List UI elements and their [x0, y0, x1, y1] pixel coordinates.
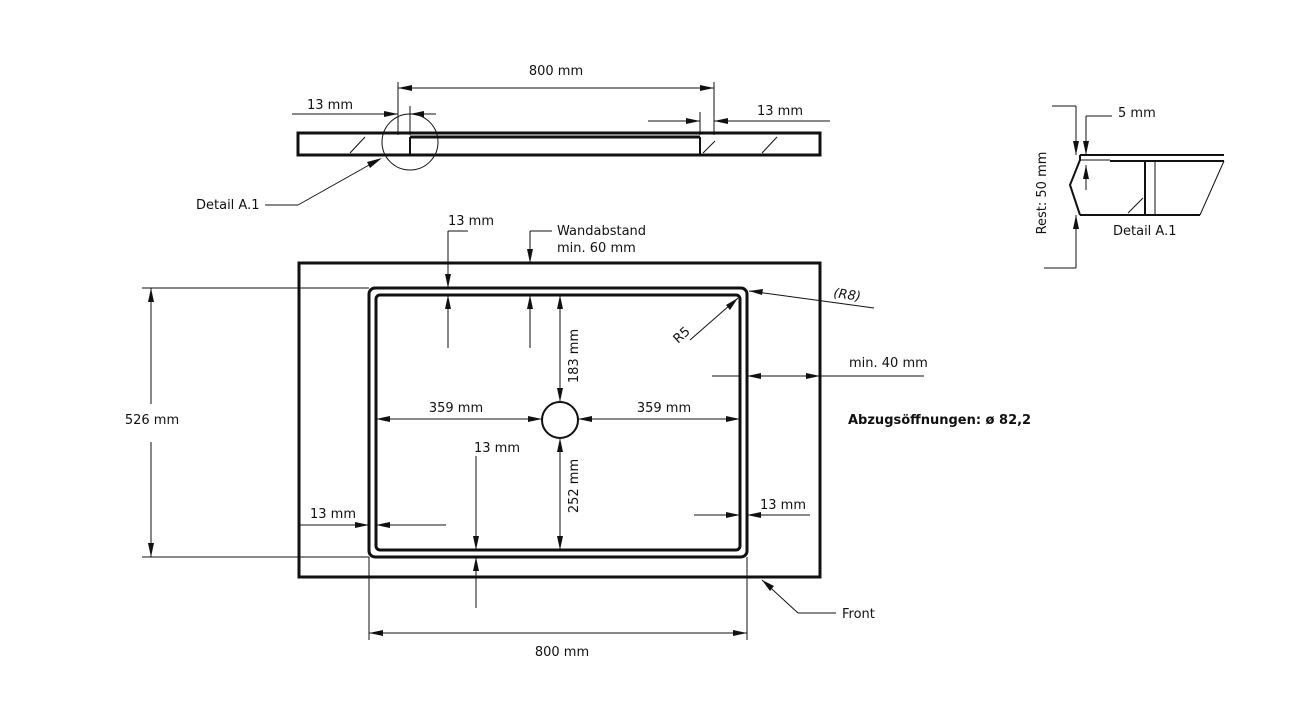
- arrowhead: [376, 522, 390, 528]
- tray-inner-edge: [374, 293, 742, 552]
- arrowhead: [557, 388, 563, 402]
- drain-to-top-label: 183 mm: [567, 329, 582, 383]
- margin-right-label: min. 40 mm: [849, 356, 928, 371]
- arrowhead: [806, 373, 820, 379]
- arrowhead: [747, 512, 761, 518]
- front-label: Front: [842, 607, 875, 622]
- arrowhead: [557, 295, 563, 309]
- arrowhead: [527, 249, 533, 263]
- leader-line: [297, 159, 379, 206]
- arrowhead: [749, 289, 763, 295]
- arrowhead: [148, 288, 154, 302]
- arrowhead: [726, 512, 740, 518]
- arrowhead: [700, 85, 714, 91]
- arrowhead: [557, 536, 563, 550]
- arrowhead: [1073, 141, 1079, 155]
- elevation-view: 800 mm 13 mm 13 mm Detail A.1: [196, 64, 830, 213]
- arrowhead: [747, 373, 761, 379]
- arrowhead: [398, 85, 412, 91]
- plan-outer-outline: [297, 261, 822, 579]
- arrowhead: [733, 630, 747, 636]
- arrowhead: [376, 416, 390, 422]
- arrowhead: [148, 543, 154, 557]
- elevation-hatch: [702, 140, 716, 154]
- detail-rim-label: 5 mm: [1118, 106, 1156, 121]
- arrowhead: [369, 630, 383, 636]
- wall-distance-line1: Wandabstand: [557, 224, 646, 239]
- top-left-rim-label: 13 mm: [307, 98, 353, 113]
- arrowhead: [473, 536, 479, 550]
- inner-top-rim-label: 13 mm: [448, 214, 494, 229]
- arrowhead: [528, 416, 542, 422]
- bottom-width-label: 800 mm: [535, 645, 589, 660]
- detail-a1: 5 mm Rest: 50 mm Detail A.1: [1035, 105, 1225, 269]
- leader-line: [748, 290, 875, 309]
- arrowhead: [527, 295, 533, 309]
- elevation-hatch: [349, 136, 366, 154]
- arrowhead: [726, 416, 740, 422]
- radius-outer-label: (R8): [832, 286, 861, 305]
- drain-right-label: 359 mm: [637, 401, 691, 416]
- inner-right-rim-label: 13 mm: [760, 498, 806, 513]
- arrowhead: [557, 438, 563, 452]
- drain-left-label: 359 mm: [429, 401, 483, 416]
- detail-profile-left: [1068, 159, 1081, 216]
- detail-right-bevel: [1199, 160, 1225, 216]
- top-width-label: 800 mm: [529, 64, 583, 79]
- elevation-hatch: [761, 136, 778, 154]
- arrowhead: [762, 580, 774, 591]
- arrowhead: [1073, 215, 1079, 229]
- detail-title-label: Detail A.1: [1113, 224, 1177, 239]
- plan-view: 13 mm Wandabstand min. 60 mm (R8) R5 526…: [125, 214, 1031, 660]
- detail-callout-label: Detail A.1: [196, 198, 260, 213]
- arrowhead: [367, 158, 382, 168]
- arrowhead: [686, 118, 700, 124]
- detail-rest-label: Rest: 50 mm: [1035, 152, 1050, 235]
- drain-openings-note: Abzugsöffnungen: ø 82,2: [848, 413, 1031, 428]
- elevation-outline: [296, 131, 822, 157]
- drain-circle: [541, 401, 579, 439]
- arrowhead: [473, 557, 479, 571]
- wall-distance-line2: min. 60 mm: [557, 241, 636, 256]
- arrowhead: [1083, 141, 1089, 155]
- arrowhead: [1083, 165, 1089, 179]
- depth-total-label: 526 mm: [125, 413, 179, 428]
- arrowhead: [578, 416, 592, 422]
- arrowhead: [714, 118, 728, 124]
- arrowhead: [726, 298, 738, 310]
- arrowhead: [355, 522, 369, 528]
- drain-to-bottom-label: 252 mm: [567, 459, 582, 513]
- arrowhead: [445, 274, 451, 288]
- detail-hatch: [1127, 197, 1144, 214]
- top-right-rim-label: 13 mm: [757, 104, 803, 119]
- inner-bottom-rim-label: 13 mm: [474, 441, 520, 456]
- arrowhead: [384, 111, 398, 117]
- arrowhead: [445, 295, 451, 309]
- inner-left-rim-label: 13 mm: [310, 507, 356, 522]
- tray-outer-edge: [367, 286, 749, 559]
- arrowhead: [410, 111, 424, 117]
- radius-inner-label: R5: [671, 324, 694, 347]
